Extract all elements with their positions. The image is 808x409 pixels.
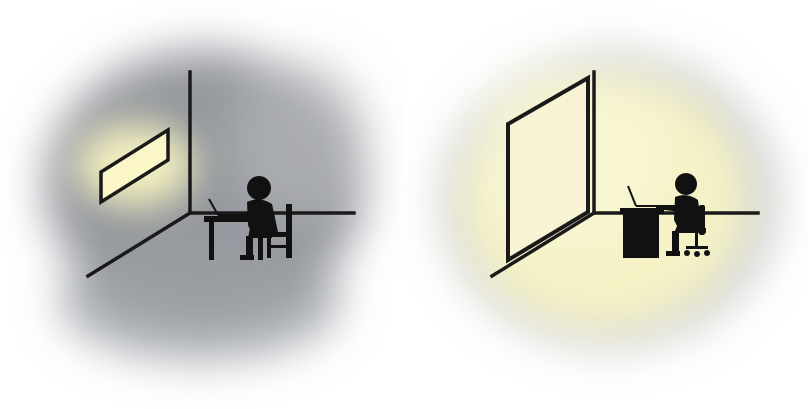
small-window-illustration xyxy=(0,0,404,409)
dim-light-cloud xyxy=(45,50,370,360)
solid-desk xyxy=(620,208,664,258)
small-window-scene xyxy=(0,0,404,409)
large-window-scene xyxy=(404,0,808,409)
bright-light-cloud xyxy=(439,50,779,350)
large-window-illustration xyxy=(404,0,808,409)
